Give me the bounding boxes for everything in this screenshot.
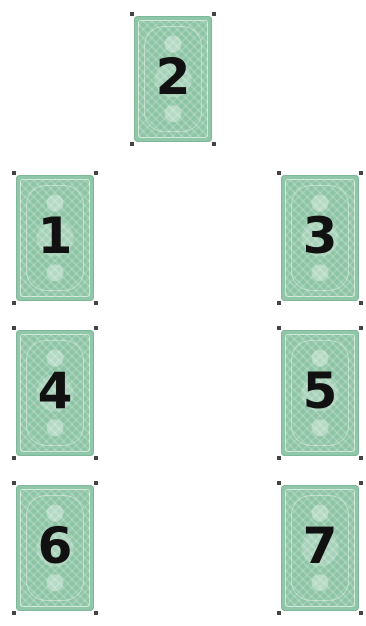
corner-mark (94, 611, 98, 615)
corner-mark (212, 12, 216, 16)
corner-mark (359, 481, 363, 485)
corner-mark (359, 611, 363, 615)
corner-mark (94, 301, 98, 305)
corner-mark (212, 142, 216, 146)
corner-mark (359, 456, 363, 460)
card-slot-4[interactable]: 4 (12, 326, 98, 460)
corner-mark (12, 456, 16, 460)
corner-mark (359, 301, 363, 305)
card-number: 7 (277, 521, 363, 571)
corner-mark (12, 611, 16, 615)
card-number: 3 (277, 211, 363, 261)
corner-mark (12, 171, 16, 175)
corner-mark (12, 301, 16, 305)
card-number: 5 (277, 366, 363, 416)
card-slot-2[interactable]: 2 (130, 12, 216, 146)
card-slot-6[interactable]: 6 (12, 481, 98, 615)
corner-mark (359, 171, 363, 175)
corner-mark (94, 171, 98, 175)
corner-mark (130, 12, 134, 16)
card-number: 4 (12, 366, 98, 416)
corner-mark (12, 481, 16, 485)
card-slot-3[interactable]: 3 (277, 171, 363, 305)
corner-mark (277, 326, 281, 330)
card-slot-7[interactable]: 7 (277, 481, 363, 615)
corner-mark (277, 481, 281, 485)
corner-mark (359, 326, 363, 330)
corner-mark (277, 456, 281, 460)
corner-mark (277, 171, 281, 175)
corner-mark (277, 301, 281, 305)
card-slot-5[interactable]: 5 (277, 326, 363, 460)
corner-mark (12, 326, 16, 330)
card-slot-1[interactable]: 1 (12, 171, 98, 305)
corner-mark (130, 142, 134, 146)
corner-mark (277, 611, 281, 615)
card-number: 2 (130, 52, 216, 102)
corner-mark (94, 326, 98, 330)
card-number: 1 (12, 211, 98, 261)
card-number: 6 (12, 521, 98, 571)
corner-mark (94, 456, 98, 460)
corner-mark (94, 481, 98, 485)
